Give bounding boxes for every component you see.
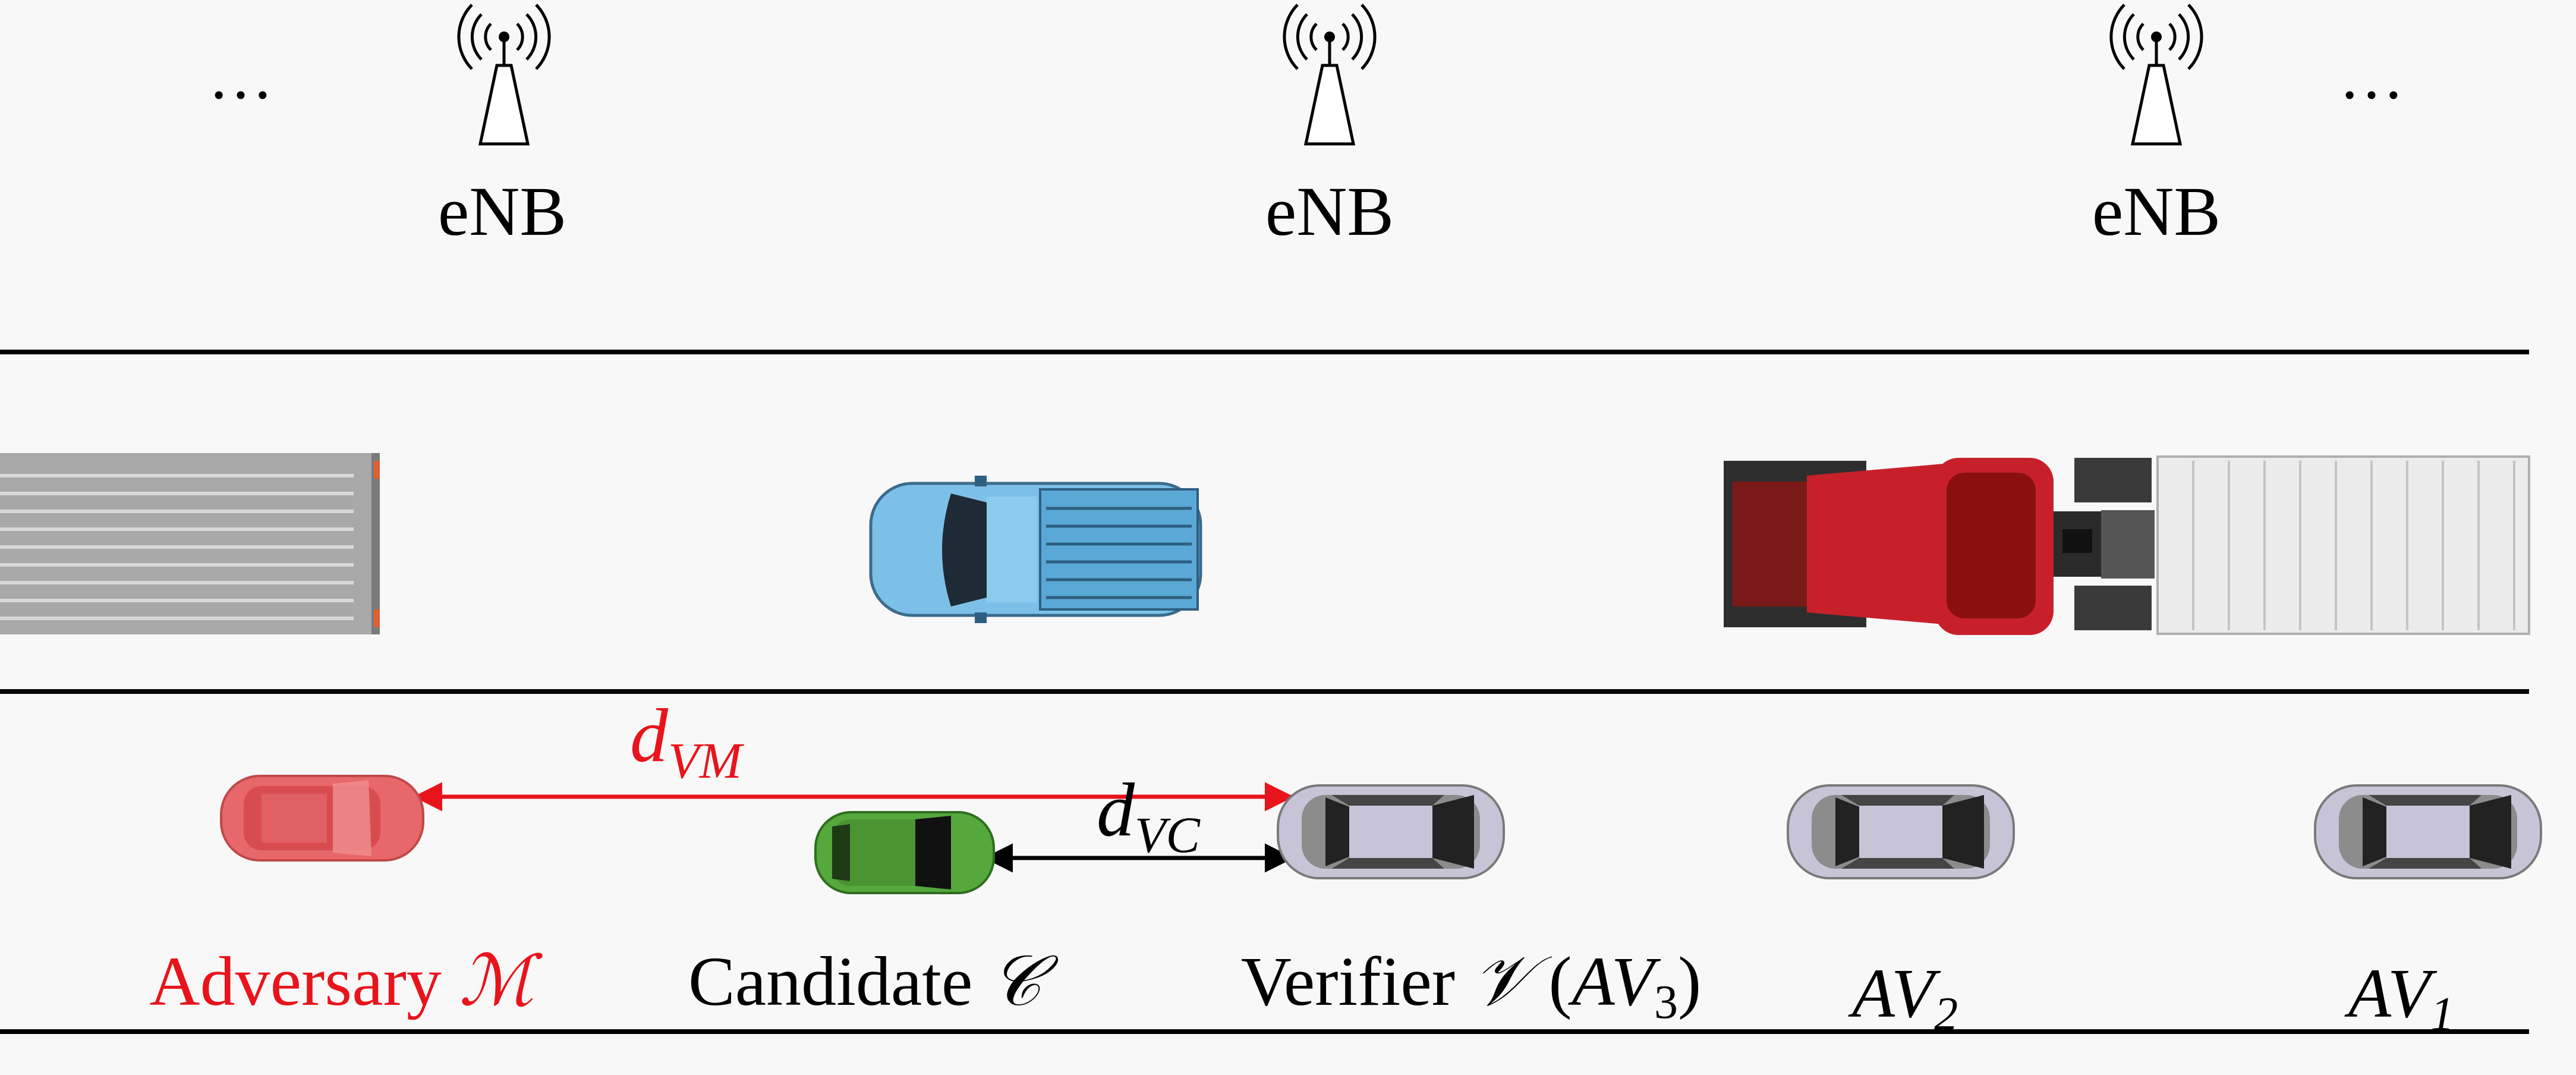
verifier-label-text: Verifier bbox=[1241, 942, 1473, 1020]
av1-text: AV bbox=[2344, 954, 2438, 1032]
pickup-truck bbox=[869, 476, 1202, 623]
semi-truck-red bbox=[1724, 455, 2530, 635]
distance-vm-sub: VM bbox=[668, 732, 745, 789]
verifier-av-sub: 3 bbox=[1654, 976, 1678, 1029]
av1-label: AV1 bbox=[2344, 954, 2454, 1041]
av2-car bbox=[1787, 784, 2015, 879]
verifier-label: Verifier 𝒱 (AV3) bbox=[1241, 939, 1702, 1029]
adversary-label: Adversary ℳ bbox=[149, 939, 543, 1021]
ellipsis-right: … bbox=[2339, 40, 2404, 112]
adversary-symbol: ℳ bbox=[459, 939, 543, 1021]
verifier-paren-open: ( bbox=[1531, 942, 1572, 1020]
av1-car bbox=[2314, 784, 2542, 879]
av1-sub: 1 bbox=[2430, 988, 2454, 1041]
cell-tower-icon bbox=[459, 5, 549, 144]
verifier-av: AV bbox=[1568, 942, 1661, 1020]
adversary-label-text: Adversary bbox=[149, 942, 459, 1020]
distance-label-vc: dVC bbox=[1097, 768, 1201, 863]
candidate-symbol: 𝒞 bbox=[990, 939, 1059, 1021]
distance-label-vm: dVM bbox=[630, 693, 745, 789]
enb-label: eNB bbox=[2092, 172, 2221, 250]
candidate-label-text: Candidate bbox=[688, 942, 990, 1020]
candidate-car bbox=[814, 811, 995, 894]
verifier-car bbox=[1277, 784, 1505, 879]
av2-label: AV2 bbox=[1848, 954, 1958, 1041]
distance-vc-base: d bbox=[1097, 768, 1135, 852]
enb-label: eNB bbox=[438, 172, 566, 250]
distance-vc-sub: VC bbox=[1135, 806, 1201, 863]
trailer-truck-left bbox=[0, 453, 380, 634]
candidate-label: Candidate 𝒞 bbox=[688, 939, 1059, 1021]
av2-text: AV bbox=[1848, 954, 1941, 1032]
av2-sub: 2 bbox=[1934, 988, 1958, 1041]
enb-label: eNB bbox=[1265, 172, 1394, 250]
cell-tower-icon bbox=[2111, 5, 2202, 144]
ellipsis-left: … bbox=[208, 40, 273, 112]
adversary-car bbox=[220, 775, 424, 862]
cell-tower-icon bbox=[1284, 5, 1375, 144]
verifier-paren-close: ) bbox=[1678, 942, 1701, 1020]
distance-vm-base: d bbox=[630, 693, 669, 778]
